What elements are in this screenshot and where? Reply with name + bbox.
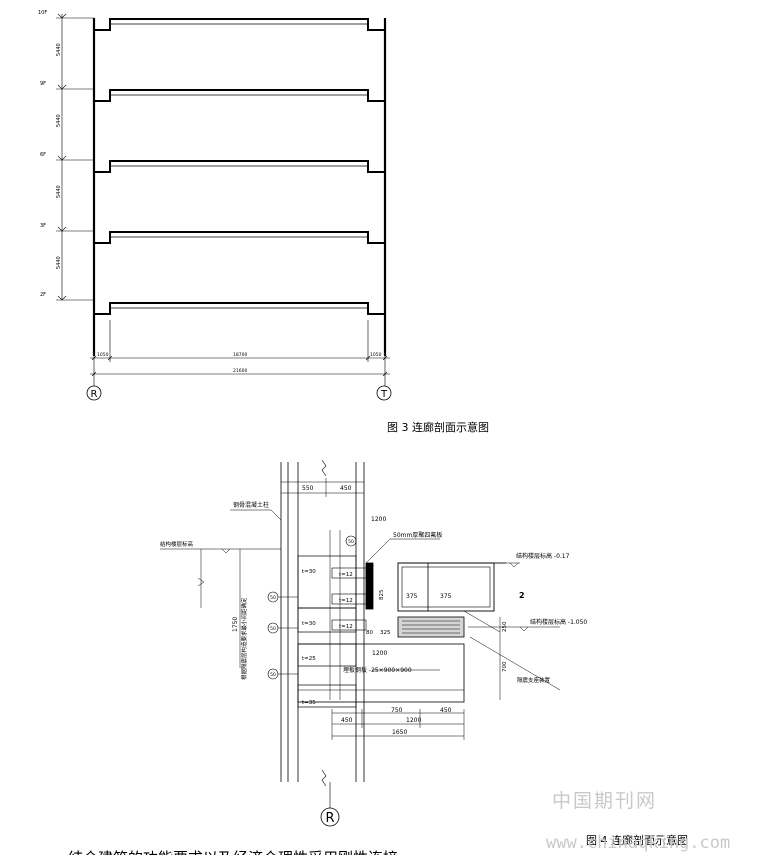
floor-slab [94, 89, 385, 102]
dim-1650-bottom: 1650 [392, 729, 407, 736]
axis-label-r: R [91, 389, 98, 400]
level-tag: 3F [40, 223, 46, 229]
storey-dim: 5440 [56, 256, 62, 269]
dim-1200-mid: 1200 [372, 650, 387, 657]
figure3-caption: 图 3 连廊剖面示意图 [387, 421, 489, 434]
weld-tag: 50 [348, 539, 354, 545]
plate-label: t=12 [339, 598, 353, 604]
dim-450: 450 [340, 485, 352, 492]
level-tag: 10F [38, 10, 47, 16]
plate-label: t=30 [302, 569, 316, 575]
watermark-cn: 中国期刊网 [552, 790, 658, 812]
figure4-detail [160, 459, 561, 827]
floor-slab [94, 18, 385, 31]
dim-total: 21600 [233, 368, 247, 374]
dim-middle: 18700 [233, 352, 247, 358]
dim-1200-top: 1200 [371, 516, 386, 523]
dim-550: 550 [302, 485, 314, 492]
dim-825: 825 [379, 589, 385, 600]
dim-right: 1050 [370, 352, 382, 358]
dim-1750: 1750 [232, 617, 239, 632]
section-tag: 2 [519, 591, 525, 600]
dim-750-bottom: 750 [391, 707, 403, 714]
dim-left: 1050 [97, 352, 109, 358]
weld-tag: 50 [270, 626, 276, 632]
dim-375-left: 375 [406, 593, 418, 600]
figure4-caption: 图 4 连廊剖面示意图 [586, 834, 688, 847]
dim-250: 250 [502, 621, 508, 632]
plate-label: t=35 [302, 700, 316, 706]
axis-bubble-r [86, 385, 102, 401]
dim-1200-bottom: 1200 [406, 717, 421, 724]
plate-label: t=12 [339, 624, 353, 630]
note-level-right: 结构楼层标高 -0.17 [516, 552, 570, 560]
note-seismic-support: 隔震支座装置 [517, 676, 551, 684]
storey-dim: 5440 [56, 185, 62, 198]
dim-375-right: 375 [440, 593, 452, 600]
plate-label: t=12 [339, 572, 353, 578]
watermark-url: www.chinaqking.com [546, 833, 731, 853]
dim-700: 700 [502, 661, 508, 672]
level-tag: 2F [40, 292, 46, 298]
dim-450-bottom-right: 450 [440, 707, 452, 714]
note-steel-plate: 埋板钢板 -25×900×900 [343, 666, 412, 674]
note-level-lower: 结构楼层标高 -1.050 [530, 618, 587, 626]
note-level-left: 结构楼层标高 [160, 540, 194, 548]
plate-label: t=30 [302, 621, 316, 627]
weld-tag: 50 [270, 595, 276, 601]
body-text-snippet: 结合建筑的功能要求以及经济合理性采用刚性连接 [68, 847, 398, 855]
note-bearing-plate: 50mm厚聚四氟板 [393, 531, 442, 539]
dim-325: 325 [380, 630, 391, 636]
floor-slab [94, 302, 385, 315]
note-steel-concrete: 钢骨混凝土柱 [233, 501, 269, 509]
axis-label-t: T [380, 389, 388, 400]
level-tag: 6F [40, 152, 46, 158]
floor-slab [94, 231, 385, 244]
axis-label-r-fig4: R [325, 811, 334, 826]
storey-dim: 5440 [56, 114, 62, 127]
floor-slab [94, 160, 385, 173]
floor-slabs [94, 18, 385, 315]
storey-dim: 5440 [56, 43, 62, 56]
weld-tag: 50 [270, 672, 276, 678]
note-vertical: 根据隔震层构造要求最小间距确定 [240, 597, 248, 680]
dim-80: 80 [366, 630, 373, 636]
figure3-section [56, 13, 392, 401]
level-tag: 9F [40, 81, 46, 87]
plate-label: t=25 [302, 656, 316, 662]
dim-450-bottom: 450 [341, 717, 353, 724]
axis-bubble-t [376, 385, 392, 401]
